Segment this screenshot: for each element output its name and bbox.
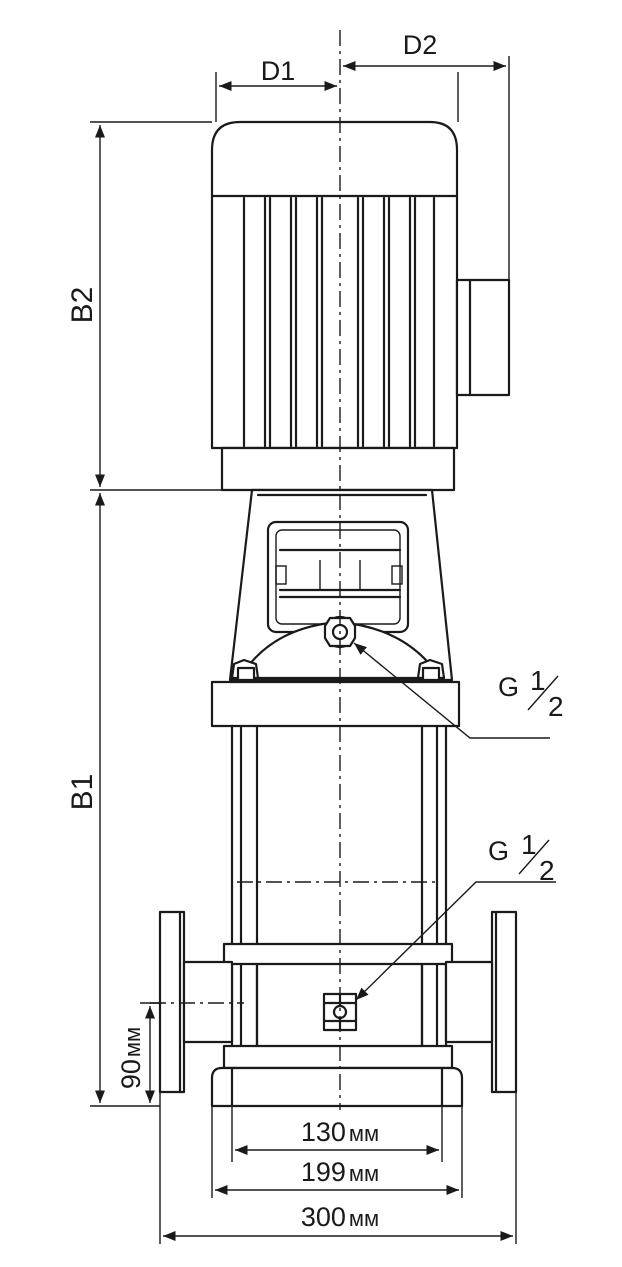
lower-g-letter: G — [488, 836, 509, 866]
coupling-lantern — [228, 488, 454, 682]
dimension-b1: B1 — [66, 493, 160, 1107]
pump-body — [222, 724, 454, 1074]
130mm-unit: мм — [349, 1121, 379, 1146]
dimension-d1: D1 — [215, 56, 459, 122]
300mm-unit: мм — [349, 1206, 379, 1231]
d2-label: D2 — [403, 30, 438, 60]
dimension-d2: D2 — [343, 30, 510, 280]
lower-g-num: 1 — [521, 829, 537, 860]
pump-base — [210, 1066, 464, 1108]
inlet-flange — [158, 910, 234, 1094]
90mm-unit: мм — [120, 1027, 145, 1057]
upper-g-letter: G — [498, 672, 519, 702]
130mm-value: 130 — [301, 1117, 346, 1147]
199mm-value: 199 — [301, 1157, 346, 1187]
upper-g-num: 1 — [530, 665, 546, 696]
dimension-b2: B2 — [66, 121, 222, 491]
199mm-unit: мм — [349, 1161, 379, 1186]
callout-upper-g12: G 1 2 — [353, 642, 564, 739]
d1-label: D1 — [261, 56, 296, 86]
dimension-90mm: 90мм — [116, 1002, 160, 1103]
lower-g-den: 2 — [539, 855, 555, 886]
cooling-fins — [242, 196, 436, 448]
b1-label: B1 — [66, 774, 99, 811]
callout-lower-g12: G 1 2 — [355, 829, 556, 1001]
upper-g-den: 2 — [548, 691, 564, 722]
90mm-value: 90 — [116, 1059, 146, 1089]
motor — [210, 120, 511, 492]
head-bolts — [230, 658, 446, 682]
outlet-flange — [444, 910, 518, 1094]
b2-label: B2 — [66, 287, 99, 324]
terminal-box — [455, 278, 511, 397]
pump-top-plate — [210, 680, 461, 728]
300mm-value: 300 — [301, 1202, 346, 1232]
90mm-label: 90мм — [116, 1027, 146, 1089]
